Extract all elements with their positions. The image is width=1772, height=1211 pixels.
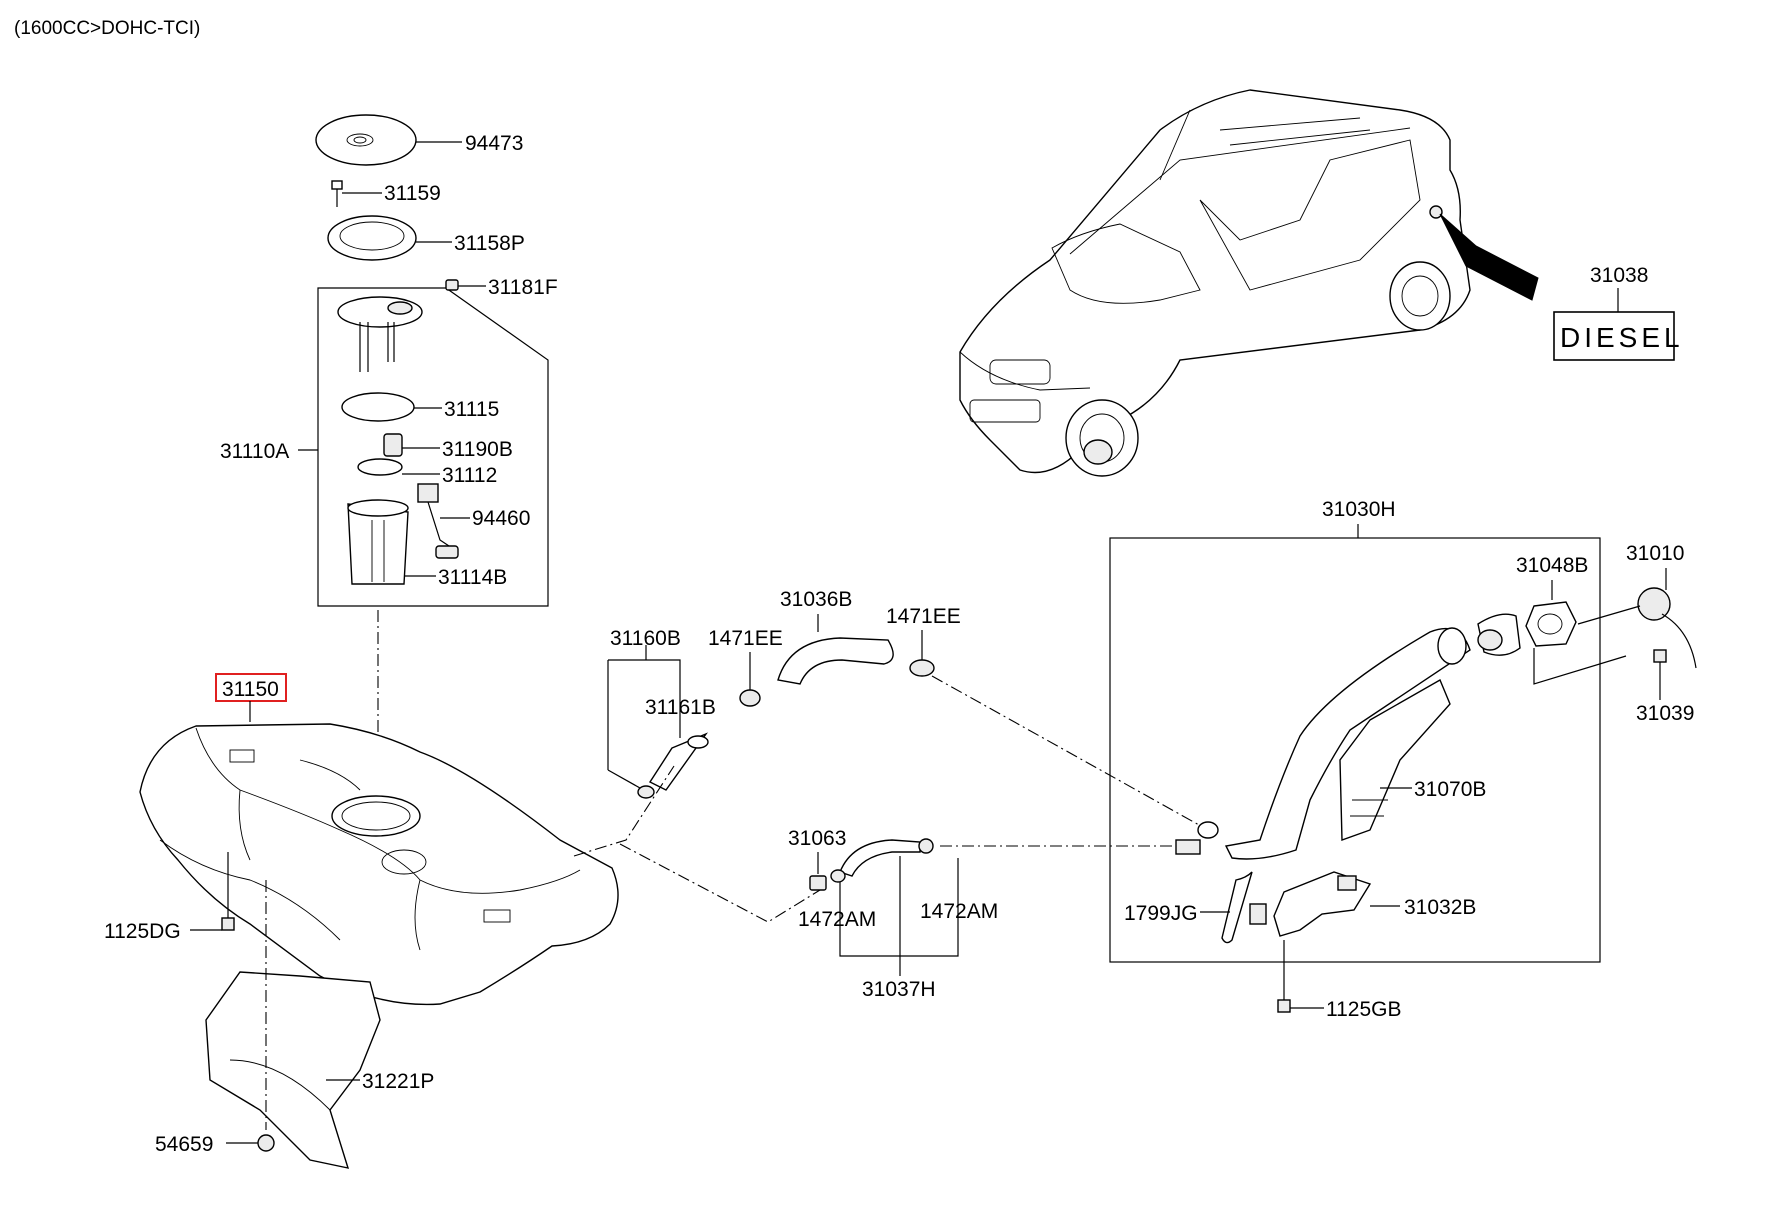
pump-flange[interactable] <box>337 296 423 372</box>
part-31036B-hose[interactable] <box>777 637 894 685</box>
part-31070B-filler-pipe[interactable] <box>1224 627 1471 860</box>
label-31158P: 31158P <box>454 232 525 255</box>
label-1471EE-right: 1471EE <box>886 605 961 628</box>
pump-assembly-frame <box>317 287 549 607</box>
label-31160B: 31160B <box>610 627 681 650</box>
label-31063: 31063 <box>788 827 846 850</box>
fuel-door-callout-pointer <box>1439 213 1539 301</box>
part-31190B-regulator[interactable] <box>383 433 403 457</box>
part-31032B-bracket[interactable] <box>1273 871 1372 937</box>
part-31063-connector[interactable] <box>809 875 827 891</box>
label-31114B: 31114B <box>438 566 507 589</box>
label-1799JG: 1799JG <box>1124 902 1198 925</box>
part-31048B-gasket[interactable] <box>1525 601 1577 647</box>
part-31158P-ring[interactable] <box>327 215 417 261</box>
label-1125DG: 1125DG <box>104 920 181 943</box>
label-54659: 54659 <box>155 1133 213 1156</box>
part-31160B-clamp[interactable] <box>637 785 655 799</box>
label-31030H: 31030H <box>1322 498 1396 521</box>
label-31039: 31039 <box>1636 702 1694 725</box>
label-31221P: 31221P <box>362 1070 434 1093</box>
label-31048B: 31048B <box>1516 554 1588 577</box>
part-1125DG-bolt[interactable] <box>221 895 235 931</box>
part-1799JG-strap[interactable] <box>1221 871 1267 944</box>
part-31221P-heat-shield[interactable] <box>205 971 381 1169</box>
label-1472AM-left: 1472AM <box>798 908 876 931</box>
label-31037H: 31037H <box>862 978 936 1001</box>
part-1125GB-bolt[interactable] <box>1277 940 1291 1013</box>
part-31038-diesel-decal[interactable]: DIESEL <box>1553 311 1684 361</box>
filler-assembly-frame <box>1109 537 1601 963</box>
label-31110A: 31110A <box>220 440 289 463</box>
part-31159-bolt[interactable] <box>331 180 343 207</box>
part-1471EE-clamp-left[interactable] <box>739 689 761 707</box>
label-94473: 94473 <box>465 132 523 155</box>
part-31112-seal[interactable] <box>357 458 403 476</box>
engine-note: (1600CC>DOHC-TCI) <box>14 18 200 39</box>
label-1472AM-right: 1472AM <box>920 900 998 923</box>
diesel-decal-text: DIESEL <box>1560 322 1684 353</box>
filler-pipe-end[interactable] <box>1175 821 1219 855</box>
part-94473-cover[interactable] <box>315 114 417 166</box>
label-31190B: 31190B <box>442 438 513 461</box>
label-31038: 31038 <box>1590 264 1648 287</box>
label-94460: 94460 <box>472 507 530 530</box>
part-31037H-hose[interactable] <box>839 839 921 877</box>
part-31161B-hose[interactable] <box>648 732 709 791</box>
part-1471EE-clamp-right[interactable] <box>909 659 935 677</box>
label-1125GB: 1125GB <box>1326 998 1402 1021</box>
label-31036B: 31036B <box>780 588 852 611</box>
part-31181F-fitting[interactable] <box>445 279 459 291</box>
part-31010-fuel-cap[interactable] <box>1637 587 1697 669</box>
part-31150-fuel-tank[interactable] <box>139 723 619 1006</box>
filler-head-housing[interactable] <box>1477 613 1521 656</box>
part-94460-sender[interactable] <box>417 483 459 559</box>
label-31032B: 31032B <box>1404 896 1476 919</box>
label-31161B: 31161B <box>645 696 716 719</box>
label-31181F: 31181F <box>488 276 558 299</box>
vehicle-illustration <box>959 89 1471 477</box>
label-31159: 31159 <box>384 182 441 205</box>
part-31114B-reservoir[interactable] <box>347 499 409 585</box>
highlight-box-31150 <box>215 673 287 702</box>
part-31039-screw[interactable] <box>1653 649 1667 663</box>
label-31115: 31115 <box>444 398 499 421</box>
label-31010: 31010 <box>1626 542 1684 565</box>
part-31115-oring[interactable] <box>341 392 415 422</box>
label-31112: 31112 <box>442 464 497 487</box>
part-54659-nut[interactable] <box>257 1134 275 1152</box>
part-1472AM-clamp-right[interactable] <box>918 838 934 854</box>
part-1472AM-clamp-left[interactable] <box>830 869 846 883</box>
label-31150[interactable]: 31150 <box>222 678 279 701</box>
label-31070B: 31070B <box>1414 778 1486 801</box>
label-1471EE-left: 1471EE <box>708 627 783 650</box>
